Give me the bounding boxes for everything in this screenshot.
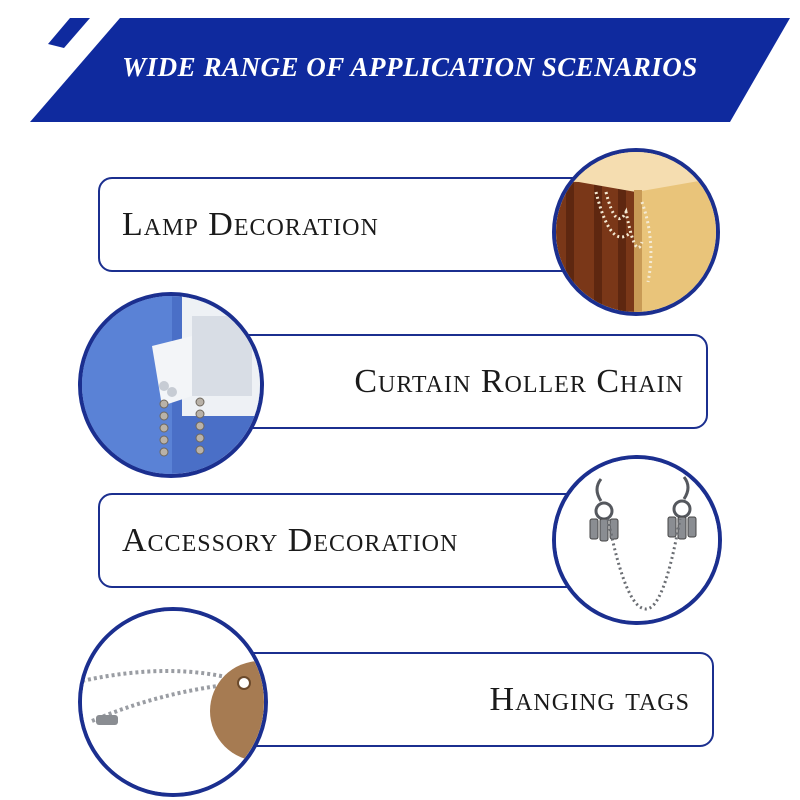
banner-shape — [30, 18, 790, 122]
header-banner: WIDE RANGE OF APPLICATION SCENARIOS — [30, 18, 790, 122]
card-curtain-roller-chain: Curtain Roller Chain — [232, 334, 708, 429]
lamp-decoration-photo — [552, 148, 720, 316]
hanging-tags-photo — [78, 607, 268, 797]
banner-title: WIDE RANGE OF APPLICATION SCENARIOS — [122, 52, 698, 82]
card-label: Lamp Decoration — [122, 205, 379, 243]
card-hanging-tags: Hanging tags — [232, 652, 714, 747]
accessory-decoration-photo — [552, 455, 722, 625]
card-label: Curtain Roller Chain — [354, 362, 684, 400]
card-label: Accessory Decoration — [122, 521, 459, 559]
curtain-roller-chain-photo — [78, 292, 264, 478]
card-label: Hanging tags — [489, 680, 690, 718]
